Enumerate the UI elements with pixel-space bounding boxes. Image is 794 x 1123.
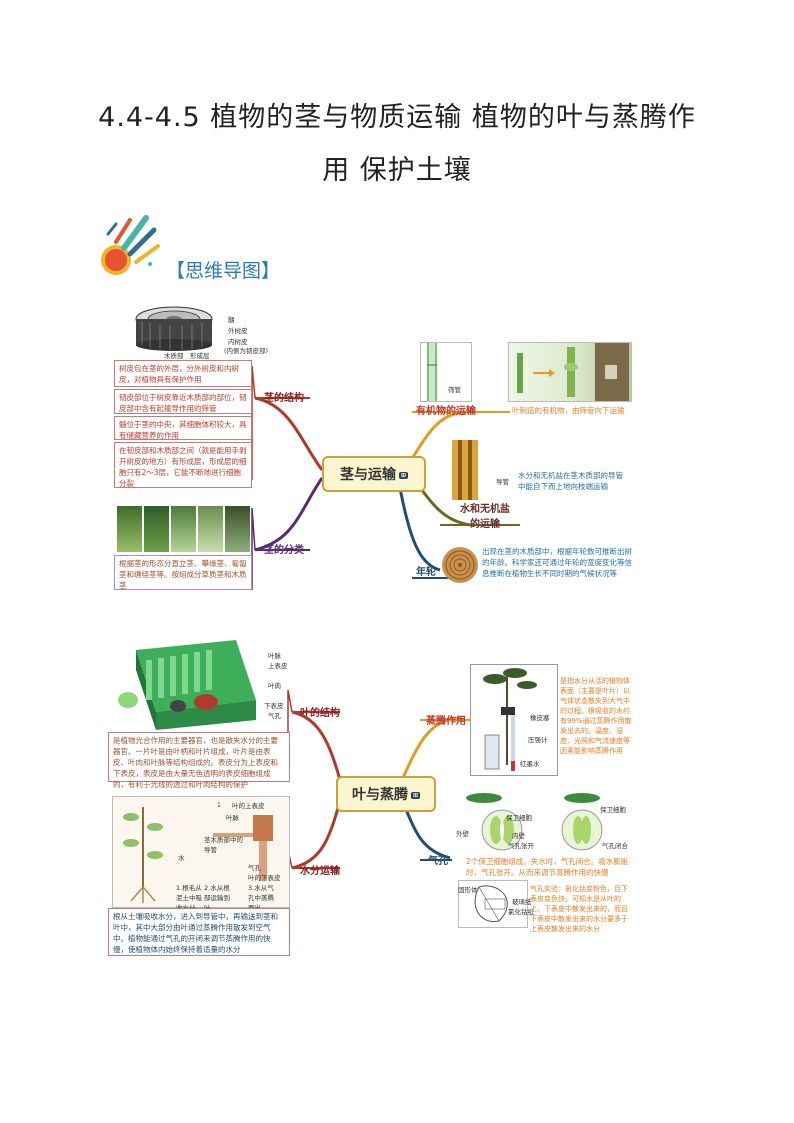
page-title-line2: 用 保护土壤 <box>322 155 472 186</box>
center-node-stem[interactable]: 茎与运输⊞ <box>322 456 426 492</box>
label-stoma: 气孔 <box>268 712 281 720</box>
label-lower-epidermis: 下表皮 <box>264 702 284 710</box>
svg-text:1: 1 <box>217 802 221 809</box>
stomata-label-inner: 内壁 <box>512 832 525 840</box>
center-node-leaf-label: 叶与蒸腾 <box>351 787 408 803</box>
leaf-cross-section-illustration <box>118 640 256 730</box>
center-node-stem-label: 茎与运输 <box>339 467 396 483</box>
section-label: 【思维导图】 <box>166 260 281 282</box>
stomata-diagram <box>454 790 632 854</box>
branch-water-transport-leaf[interactable]: 水分运输 <box>300 866 340 877</box>
branch-organic-transport[interactable]: 有机物的运输 <box>416 406 476 417</box>
sieve-tube-image <box>420 342 472 402</box>
branch-stomata[interactable]: 气孔 <box>428 856 448 867</box>
stomata-experiment-text: 气孔实验：氯化钴变粉色，且下表皮变色快，可知水是从叶的上、下表皮中散发出来的，而… <box>530 885 628 933</box>
expand-icon[interactable]: ⊞ <box>410 791 421 799</box>
woody-stem-image <box>225 506 250 552</box>
transpiration-label-gauge: 压强计 <box>528 736 548 744</box>
stem-cross-section-illustration <box>135 306 213 351</box>
structure-text-2: 韧皮部位于树皮靠近木质部的部位，韧皮部中含有起输导作用的筛管 <box>114 389 252 414</box>
meteor-decoration-icon <box>101 215 160 275</box>
twining-stem-image <box>198 506 223 552</box>
structure-text-4: 在韧皮部和木质部之间（就是能用手剥开树皮的地方）有形成层，形成层的细胞只有2～3… <box>114 442 252 488</box>
transpiration-experiment-image <box>470 664 558 776</box>
center-node-leaf[interactable]: 叶与蒸腾⊞ <box>336 776 436 812</box>
experiment-label-glass: 玻璃纸 <box>512 898 532 906</box>
label-pith: 髓 <box>228 316 235 324</box>
branch-stem-structure[interactable]: 茎的结构 <box>264 393 304 404</box>
creeping-stem-image <box>171 506 196 552</box>
label-leaf-vein: 叶脉 <box>268 652 281 660</box>
expand-icon[interactable]: ⊞ <box>398 471 409 479</box>
stomata-label-outer: 外壁 <box>456 830 469 838</box>
stomata-text: 2个保卫细胞组成。失水时，气孔闭合。吸水膨胀时，气孔张开。从而来调节蒸腾作用的快… <box>466 857 629 877</box>
tree-ring-image <box>442 547 478 583</box>
cobalt-paper-experiment-image <box>458 880 528 928</box>
sieve-tube-label: 筛管 <box>448 386 461 394</box>
leaf-structure-text: 是植物光合作用的主要器官，也是散失水分的主要器官。一片叶是由叶柄和叶片组成，叶片… <box>108 732 290 789</box>
branch-tree-rings[interactable]: 年轮 <box>416 567 436 578</box>
label-cambium: 形成层 <box>190 352 210 360</box>
water-label-upper: 叶的上表皮 <box>232 802 265 810</box>
transpiration-text: 是指水分从活的植物体表面（主要是叶片）以气体状态散失到大气中的过程。根吸收的水约… <box>560 677 632 755</box>
organic-transport-text: 叶制造的有机物，由筛管向下运输 <box>512 406 625 415</box>
water-label-stoma: 气孔 <box>248 864 261 872</box>
tree-rings-text: 出现在茎的木质部中，根据年轮数可推断出树的年龄。科学家还可通过年轮的宽度变化等信… <box>482 547 632 578</box>
structure-text-3: 髓位于茎的中央，其细胞体积较大，具有储藏营养的作用 <box>114 416 252 440</box>
climbing-stem-image <box>144 506 169 552</box>
experiment-label-back: 固形体 <box>458 886 478 894</box>
transpiration-label-water: 红墨水 <box>520 760 540 768</box>
label-mesophyll: 叶肉 <box>268 682 281 690</box>
branch-water-transport[interactable]: 水和无机盐 的运输 <box>460 504 510 530</box>
experiment-label-cobalt: 氯化钴纸 <box>508 908 534 916</box>
stomata-label-guard: 保卫细胞 <box>506 814 532 822</box>
label-inner-bark-note: (内侧为韧皮部) <box>224 347 269 355</box>
page-title-line1: 4.4-4.5 植物的茎与物质运输 植物的叶与蒸腾作 <box>98 102 696 133</box>
structure-text-1: 树皮包在茎的外层，分外树皮和内树皮，对植物具有保护作用 <box>114 360 252 387</box>
label-outer-bark: 外树皮 <box>228 327 248 335</box>
water-label-water: 水 <box>178 854 185 862</box>
stomata-label-closed: 气孔闭合 <box>602 842 628 850</box>
water-label-vein: 叶脉 <box>226 814 239 822</box>
branch-transpiration[interactable]: 蒸腾作用 <box>426 716 466 727</box>
branch-stem-classification[interactable]: 茎的分类 <box>264 545 304 556</box>
branch-leaf-structure[interactable]: 叶的结构 <box>300 708 340 719</box>
label-inner-bark: 内树皮 <box>228 338 248 346</box>
stem-types-image-strip <box>117 506 250 552</box>
upright-stem-image <box>117 506 142 552</box>
label-xylem: 木质部 <box>164 352 184 360</box>
water-transport-text: 水分和无机盐在茎木质部的导管中能自下而上地向枝端运输 <box>518 471 623 491</box>
stomata-label-guard-2: 保卫细胞 <box>600 806 626 814</box>
water-label-lower: 叶的下表皮 <box>248 874 281 882</box>
xylem-vessel-image <box>452 440 478 500</box>
girdling-experiment-image <box>508 342 632 402</box>
water-transport-leaf-text: 根从土壤吸收水分，进入到导管中，再输送到茎和叶中，其中大部分由叶通过蒸腾作用散发… <box>108 908 290 956</box>
label-upper-epidermis: 上表皮 <box>268 662 288 670</box>
water-label-stem-vessel: 茎木质部中的导管 <box>204 836 243 854</box>
classification-text: 根据茎的形态分直立茎、攀缘茎、匍匐茎和缠绕茎等。按组成分草质茎和木质茎 <box>114 555 252 590</box>
water-transport-illustration: 1 <box>112 796 290 908</box>
vessel-label: 导管 <box>496 478 509 486</box>
transpiration-label-rubber: 橡皮塞 <box>530 714 550 722</box>
stomata-label-open: 气孔张开 <box>508 842 534 850</box>
